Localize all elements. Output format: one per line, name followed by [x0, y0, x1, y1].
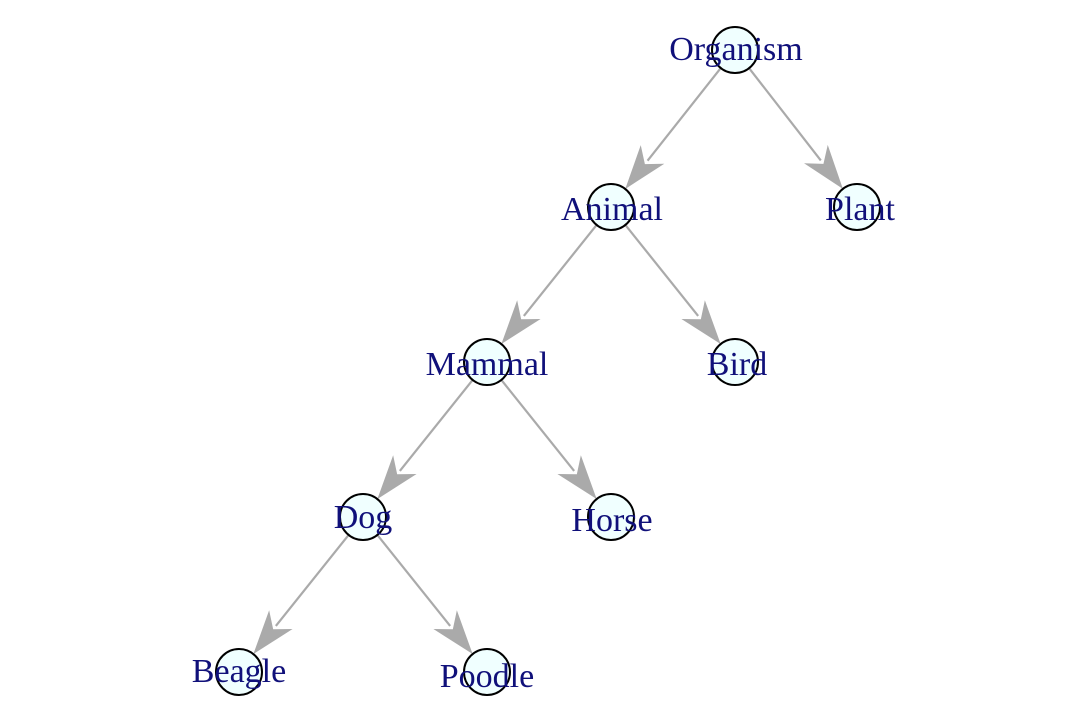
node-mammal — [463, 338, 511, 386]
node-dog — [339, 493, 387, 541]
arrowhead-organism-plant — [804, 144, 843, 189]
edge-mammal-horse — [500, 379, 576, 472]
node-beagle — [215, 648, 263, 696]
arrowhead-organism-animal — [625, 145, 665, 189]
arrowhead-animal-mammal — [501, 300, 541, 345]
node-horse — [587, 493, 635, 541]
node-label-horse: Horse — [571, 502, 652, 539]
node-label-beagle: Beagle — [192, 653, 286, 690]
node-label-dog: Dog — [334, 499, 393, 536]
edge-mammal-dog — [398, 379, 474, 472]
node-label-poodle: Poodle — [440, 658, 534, 695]
arrowhead-dog-poodle — [433, 610, 473, 655]
node-organism — [711, 26, 759, 74]
arrowhead-mammal-dog — [377, 455, 417, 500]
edge-organism-animal — [646, 67, 722, 162]
node-label-bird: Bird — [707, 346, 767, 383]
node-label-mammal: Mammal — [426, 346, 549, 383]
edge-animal-mammal — [522, 224, 598, 317]
arrowhead-animal-bird — [681, 300, 721, 345]
edge-organism-plant — [748, 67, 822, 162]
edge-animal-bird — [624, 224, 700, 317]
node-plant — [833, 183, 881, 231]
node-label-organism: Organism — [669, 31, 802, 68]
arrowhead-mammal-horse — [557, 455, 597, 500]
node-animal — [587, 183, 635, 231]
arrowhead-dog-beagle — [253, 610, 293, 655]
nodes-layer — [215, 26, 881, 696]
node-poodle — [463, 648, 511, 696]
edges-layer — [253, 67, 843, 655]
node-bird — [711, 338, 759, 386]
edge-dog-poodle — [376, 534, 452, 627]
node-label-plant: Plant — [825, 191, 895, 228]
edge-dog-beagle — [274, 534, 350, 627]
node-label-animal: Animal — [561, 191, 663, 228]
